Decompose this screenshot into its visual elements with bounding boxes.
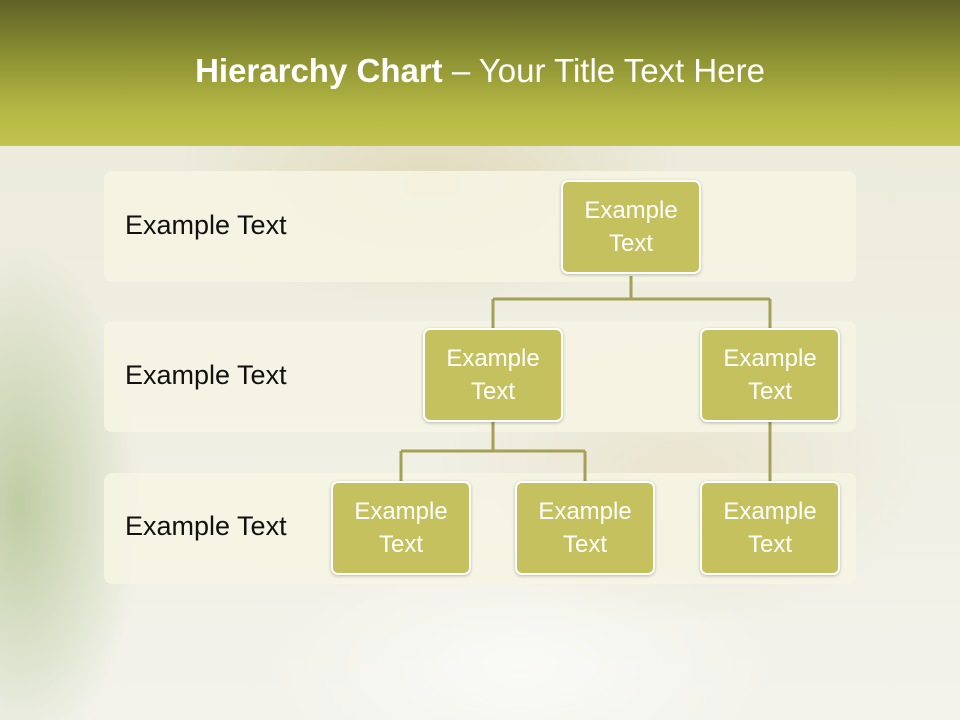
node-mid-left: Example Text xyxy=(423,328,563,422)
level-label-2: Example Text xyxy=(125,360,287,390)
connector-mid-left xyxy=(399,422,587,481)
node-leaf-3: Example Text xyxy=(700,481,840,575)
node-root: Example Text xyxy=(561,180,701,274)
level-band-1 xyxy=(104,171,856,282)
node-mid-right: Example Text xyxy=(700,328,840,422)
title-bar: Hierarchy Chart – Your Title Text Here xyxy=(0,0,960,146)
level-label-1: Example Text xyxy=(125,210,287,240)
node-leaf-1: Example Text xyxy=(331,481,471,575)
connector-root xyxy=(491,276,772,328)
title-rest: – Your Title Text Here xyxy=(442,52,765,89)
node-leaf-2: Example Text xyxy=(515,481,655,575)
page-title: Hierarchy Chart – Your Title Text Here xyxy=(0,52,960,90)
level-label-3: Example Text xyxy=(125,511,287,541)
title-bold: Hierarchy Chart xyxy=(195,52,443,89)
